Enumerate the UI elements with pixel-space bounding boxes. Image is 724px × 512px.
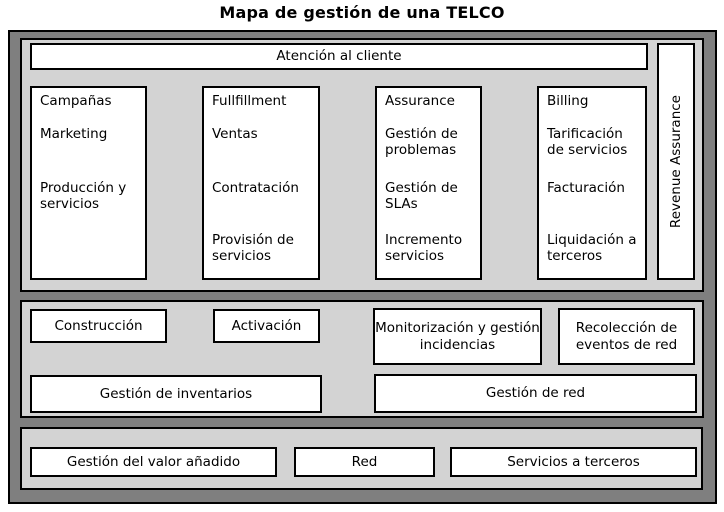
network-label: Red bbox=[351, 453, 378, 470]
customer-care-box: Atención al cliente bbox=[30, 43, 648, 70]
column-item: Incremento servicios bbox=[385, 232, 463, 265]
customer-care-label: Atención al cliente bbox=[276, 48, 402, 65]
network-events-collection-label: Recolección de eventos de red bbox=[575, 320, 678, 353]
network-management-box: Gestión de red bbox=[374, 374, 697, 413]
value-added-management-box: Gestión del valor añadido bbox=[30, 447, 277, 477]
middle-band: Construcción Activación Monitorización y… bbox=[20, 300, 704, 418]
network-box: Red bbox=[294, 447, 435, 477]
bottom-band: Gestión del valor añadido Red Servicios … bbox=[20, 427, 703, 490]
activation-box: Activación bbox=[213, 309, 320, 343]
top-band: Atención al cliente Campañas Marketing P… bbox=[20, 38, 704, 292]
revenue-assurance-box: Revenue Assurance bbox=[657, 43, 695, 280]
column-item: Gestión de SLAs bbox=[385, 180, 458, 213]
billing-column: Billing Tarificación de servicios Factur… bbox=[537, 86, 647, 280]
campaigns-column: Campañas Marketing Producción y servicio… bbox=[30, 86, 147, 280]
column-item: Producción y servicios bbox=[40, 180, 127, 213]
fulfillment-column: Fullfillment Ventas Contratación Provisi… bbox=[202, 86, 320, 280]
column-item: Assurance bbox=[385, 93, 455, 109]
column-item: Facturación bbox=[547, 180, 625, 196]
column-item: Tarificación de servicios bbox=[547, 126, 628, 159]
assurance-column: Assurance Gestión de problemas Gestión d… bbox=[375, 86, 482, 280]
column-item: Billing bbox=[547, 93, 589, 109]
third-party-services-box: Servicios a terceros bbox=[450, 447, 697, 477]
construction-box: Construcción bbox=[30, 309, 167, 343]
monitoring-incidents-box: Monitorización y gestión incidencias bbox=[373, 308, 542, 365]
inventory-management-label: Gestión de inventarios bbox=[99, 385, 253, 402]
construction-label: Construcción bbox=[54, 317, 143, 334]
outer-frame: Atención al cliente Campañas Marketing P… bbox=[8, 30, 717, 504]
column-item: Ventas bbox=[212, 126, 258, 142]
network-events-collection-box: Recolección de eventos de red bbox=[558, 308, 695, 365]
column-item: Gestión de problemas bbox=[385, 126, 458, 159]
third-party-services-label: Servicios a terceros bbox=[507, 453, 640, 470]
inventory-management-box: Gestión de inventarios bbox=[30, 375, 322, 413]
column-item: Contratación bbox=[212, 180, 299, 196]
value-added-management-label: Gestión del valor añadido bbox=[66, 453, 241, 470]
revenue-assurance-label: Revenue Assurance bbox=[667, 94, 684, 229]
column-item: Provisión de servicios bbox=[212, 232, 294, 265]
column-item: Liquidación a terceros bbox=[547, 232, 637, 265]
column-item: Marketing bbox=[40, 126, 108, 142]
column-item: Campañas bbox=[40, 93, 112, 109]
diagram-title: Mapa de gestión de una TELCO bbox=[219, 3, 505, 22]
activation-label: Activación bbox=[231, 317, 302, 334]
column-item: Fullfillment bbox=[212, 93, 287, 109]
network-management-label: Gestión de red bbox=[485, 385, 586, 402]
monitoring-incidents-label: Monitorización y gestión incidencias bbox=[375, 320, 540, 353]
